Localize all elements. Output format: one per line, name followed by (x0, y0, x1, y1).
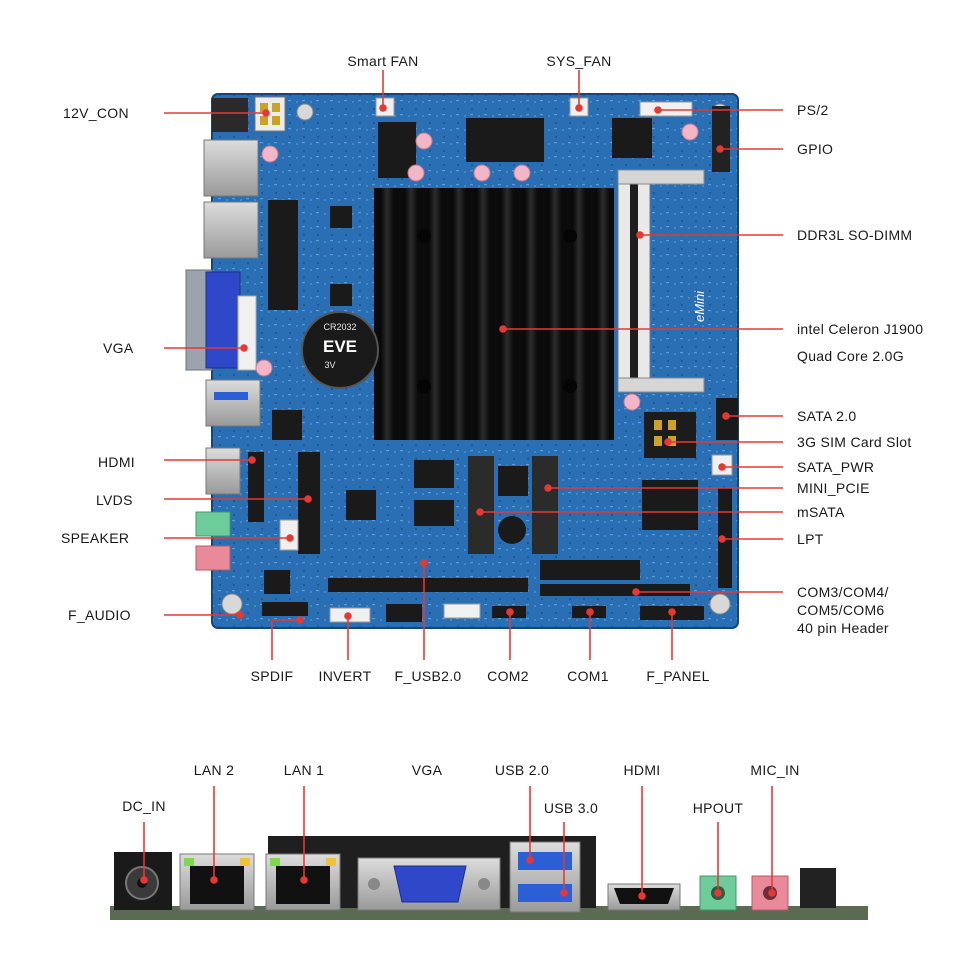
label-ps2: PS/2 (797, 102, 829, 118)
label-f-audio: F_AUDIO (68, 607, 131, 623)
label-io-lan1: LAN 1 (283, 762, 325, 778)
label-smart-fan: Smart FAN (347, 53, 419, 69)
label-com2: COM2 (487, 668, 529, 684)
io-pointer-lines (140, 786, 776, 900)
label-spdif: SPDIF (250, 668, 294, 684)
label-io-lan2: LAN 2 (193, 762, 235, 778)
label-io-usb30: USB 3.0 (543, 800, 599, 816)
label-speaker: SPEAKER (61, 530, 130, 546)
label-cpu-spec: Quad Core 2.0G (797, 348, 904, 364)
label-f-usb: F_USB2.0 (394, 668, 462, 684)
label-cpu-model: intel Celeron J1900 (797, 321, 924, 337)
battery-model-text: CR2032 (323, 322, 356, 332)
label-io-vga: VGA (411, 762, 443, 778)
label-sata-pwr: SATA_PWR (797, 459, 875, 475)
pointer-lines (164, 70, 783, 660)
label-hdmi: HDMI (98, 454, 135, 470)
label-lpt: LPT (797, 531, 824, 547)
label-com-header-line2: COM5/COM6 (797, 602, 885, 618)
battery-volt-text: 3V (324, 360, 335, 370)
label-io-usb20: USB 2.0 (494, 762, 550, 778)
label-mini-pcie: MINI_PCIE (797, 480, 870, 496)
label-io-mic-in: MIC_IN (750, 762, 800, 778)
label-sim-slot: 3G SIM Card Slot (797, 434, 912, 450)
label-io-hdmi: HDMI (623, 762, 661, 778)
label-12v-con: 12V_CON (63, 105, 129, 121)
label-f-panel: F_PANEL (646, 668, 710, 684)
label-com1: COM1 (567, 668, 609, 684)
board-rear-io (185, 96, 286, 571)
label-ddr3l: DDR3L SO-DIMM (797, 227, 913, 243)
label-vga: VGA (103, 340, 134, 356)
cpu-heatsink (374, 188, 614, 440)
label-com-header-line3: 40 pin Header (797, 620, 889, 636)
label-com-header-line1: COM3/COM4/ (797, 584, 889, 600)
label-msata: mSATA (797, 504, 845, 520)
label-io-dc-in: DC_IN (122, 798, 166, 814)
io-usb-stack (509, 841, 581, 913)
io-audio-jacks (699, 868, 836, 911)
board-logo-text: eMini (692, 290, 707, 322)
label-sys-fan: SYS_FAN (546, 53, 612, 69)
battery-brand-text: EVE (323, 337, 357, 356)
cmos-battery: CR2032 EVE 3V (301, 311, 379, 389)
sodimm-slot (617, 169, 705, 393)
label-invert: INVERT (318, 668, 372, 684)
label-gpio: GPIO (797, 141, 834, 157)
io-vga-port (357, 857, 501, 911)
sim-slot (644, 412, 696, 458)
label-io-hpout: HPOUT (692, 800, 744, 816)
label-sata2: SATA 2.0 (797, 408, 857, 424)
label-lvds: LVDS (96, 492, 133, 508)
board-capacitors (255, 123, 699, 411)
